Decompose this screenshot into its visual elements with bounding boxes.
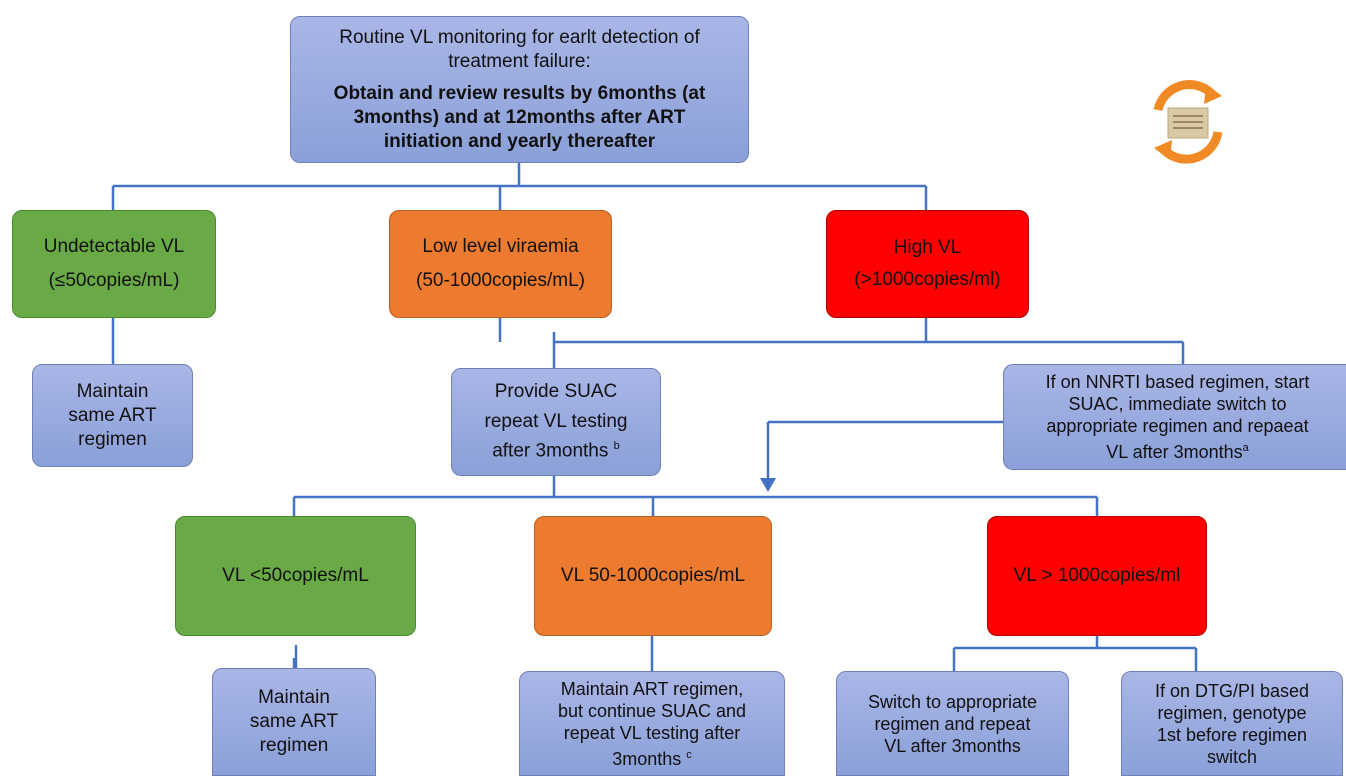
undetectable-vl-title: Undetectable VL: [43, 236, 185, 257]
switch-line-3: VL after 3months: [884, 735, 1021, 756]
maintain-same-art-box-lower: Maintain same ART regimen: [212, 668, 376, 776]
genotype-before-switch-box: If on DTG/PI based regimen, genotype 1st…: [1121, 671, 1343, 776]
suac-line-2: repeat VL testing: [484, 411, 628, 433]
nnrti-line-1: If on NNRTI based regimen, start: [1045, 372, 1310, 392]
switch-line-2: regimen and repeat: [874, 713, 1031, 734]
refresh-document-icon: [1140, 80, 1235, 165]
high-vl-range: (>1000copies/ml): [854, 269, 1001, 290]
nnrti-switch-box: If on NNRTI based regimen, start SUAC, i…: [1003, 364, 1346, 470]
top-bold-line-2: 3months) and at 12months after ART: [353, 106, 686, 128]
vl-50-1000-box: VL 50-1000copies/mL: [534, 516, 772, 636]
continue-line-4: 3months c: [612, 748, 692, 769]
maintain-lower-line-3: regimen: [259, 735, 329, 756]
nnrti-line-4: VL after 3monthsa: [1106, 442, 1249, 462]
low-level-viraemia-box: Low level viraemia (50-1000copies/mL): [389, 210, 612, 318]
top-bold-line-1: Obtain and review results by 6months (at: [333, 82, 706, 104]
vl-below-50-label: VL <50copies/mL: [222, 565, 369, 586]
continue-line-2: but continue SUAC and: [557, 700, 747, 721]
genotype-line-4: switch: [1206, 746, 1257, 767]
high-vl-box: High VL (>1000copies/ml): [826, 210, 1029, 318]
top-line-2: treatment failure:: [448, 50, 591, 72]
continue-line-3: repeat VL testing after: [563, 722, 741, 743]
undetectable-vl-box: Undetectable VL (≤50copies/mL): [12, 210, 216, 318]
nnrti-line-2: SUAC, immediate switch to: [1068, 394, 1287, 414]
suac-line-3: after 3months b: [492, 440, 620, 462]
continue-line-1: Maintain ART regimen,: [560, 678, 744, 699]
genotype-line-3: 1st before regimen: [1156, 724, 1308, 745]
maintain-lower-line-2: same ART: [249, 711, 339, 732]
provide-suac-box: Provide SUAC repeat VL testing after 3mo…: [451, 368, 661, 476]
undetectable-vl-range: (≤50copies/mL): [48, 270, 180, 291]
top-line-1: Routine VL monitoring for earlt detectio…: [339, 26, 700, 48]
switch-regimen-box: Switch to appropriate regimen and repeat…: [836, 671, 1069, 776]
routine-vl-monitoring-box: Routine VL monitoring for earlt detectio…: [290, 16, 749, 163]
high-vl-title: High VL: [893, 237, 962, 258]
footnote-b: b: [613, 440, 620, 453]
maintain-upper-line-1: Maintain: [76, 380, 149, 402]
nnrti-line-3: appropriate regimen and repaeat: [1046, 416, 1309, 436]
vl-below-50-box: VL <50copies/mL: [175, 516, 416, 636]
genotype-line-2: regimen, genotype: [1157, 702, 1307, 723]
maintain-upper-line-2: same ART: [68, 404, 157, 426]
low-level-viraemia-range: (50-1000copies/mL): [416, 270, 585, 291]
footnote-a: a: [1242, 442, 1249, 454]
suac-line-1: Provide SUAC: [494, 381, 618, 403]
genotype-line-1: If on DTG/PI based: [1154, 680, 1310, 701]
top-bold-line-3: initiation and yearly thereafter: [383, 130, 656, 152]
switch-line-1: Switch to appropriate: [867, 691, 1038, 712]
footnote-c: c: [686, 748, 692, 761]
maintain-same-art-box-upper: Maintain same ART regimen: [32, 364, 193, 467]
maintain-upper-line-3: regimen: [78, 428, 147, 450]
low-level-viraemia-title: Low level viraemia: [422, 236, 579, 257]
maintain-continue-suac-box: Maintain ART regimen, but continue SUAC …: [519, 671, 785, 776]
vl-50-1000-label: VL 50-1000copies/mL: [560, 565, 746, 586]
maintain-lower-line-1: Maintain: [258, 687, 330, 708]
vl-above-1000-label: VL > 1000copies/ml: [1013, 565, 1181, 586]
vl-above-1000-box: VL > 1000copies/ml: [987, 516, 1207, 636]
